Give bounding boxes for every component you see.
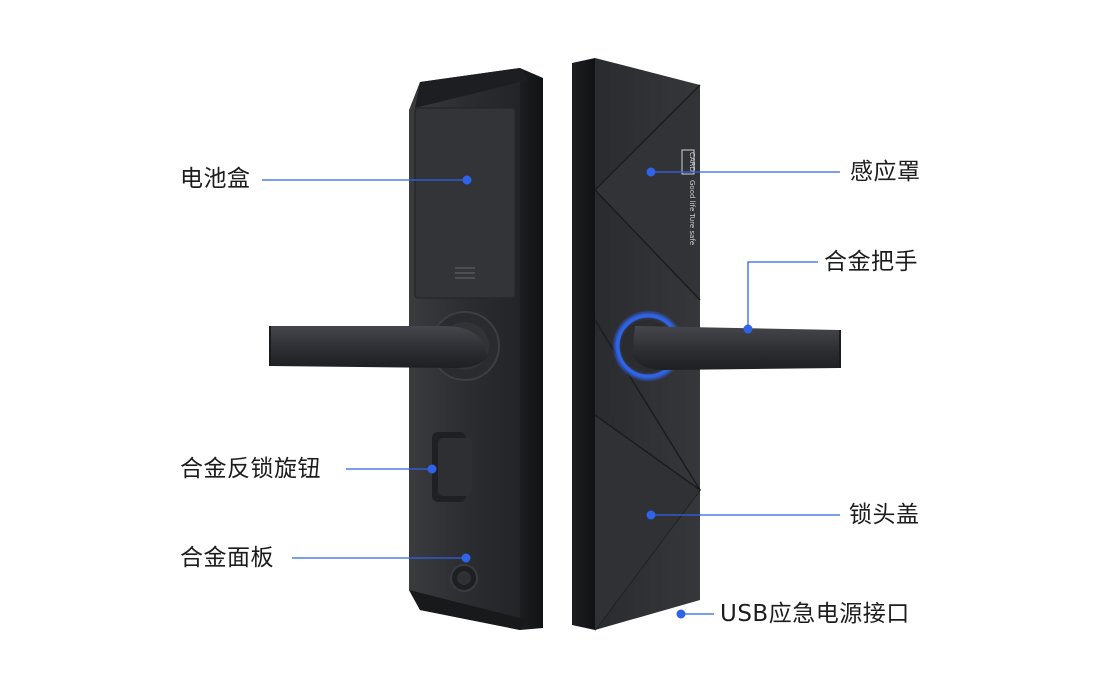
- usb-port-label: USB应急电源接口: [720, 601, 910, 627]
- back-lock-body: [269, 68, 543, 630]
- alloy-panel-dot: [461, 553, 471, 563]
- alloy-handle-label: 合金把手: [824, 249, 918, 275]
- sensor-cover-label: 感应罩: [850, 159, 921, 185]
- alloy-handle-leader: [747, 261, 818, 329]
- lock-head-cover-label: 锁头盖: [849, 502, 920, 528]
- usb-port-dot: [676, 609, 686, 619]
- front-lock-body: [572, 58, 841, 631]
- battery-box-dot: [462, 175, 472, 185]
- alloy-handle-dot: [743, 324, 753, 334]
- alloy-panel-label: 合金面板: [180, 545, 274, 571]
- tagline-label: Good life Ture safe: [688, 180, 696, 245]
- callout-leaders: [262, 167, 840, 619]
- battery-box-label: 电池盒: [180, 166, 251, 192]
- battery-vent-icon: [455, 267, 475, 279]
- sensor-cover-dot: [646, 167, 656, 177]
- card-label: CARD: [688, 152, 696, 172]
- anti-lock-knob-label: 合金反锁旋钮: [180, 456, 321, 482]
- anti-lock-knob-dot: [427, 464, 437, 474]
- lock-head-cover-dot: [646, 510, 656, 520]
- card-badge: CARD Good life Ture safe: [681, 149, 696, 245]
